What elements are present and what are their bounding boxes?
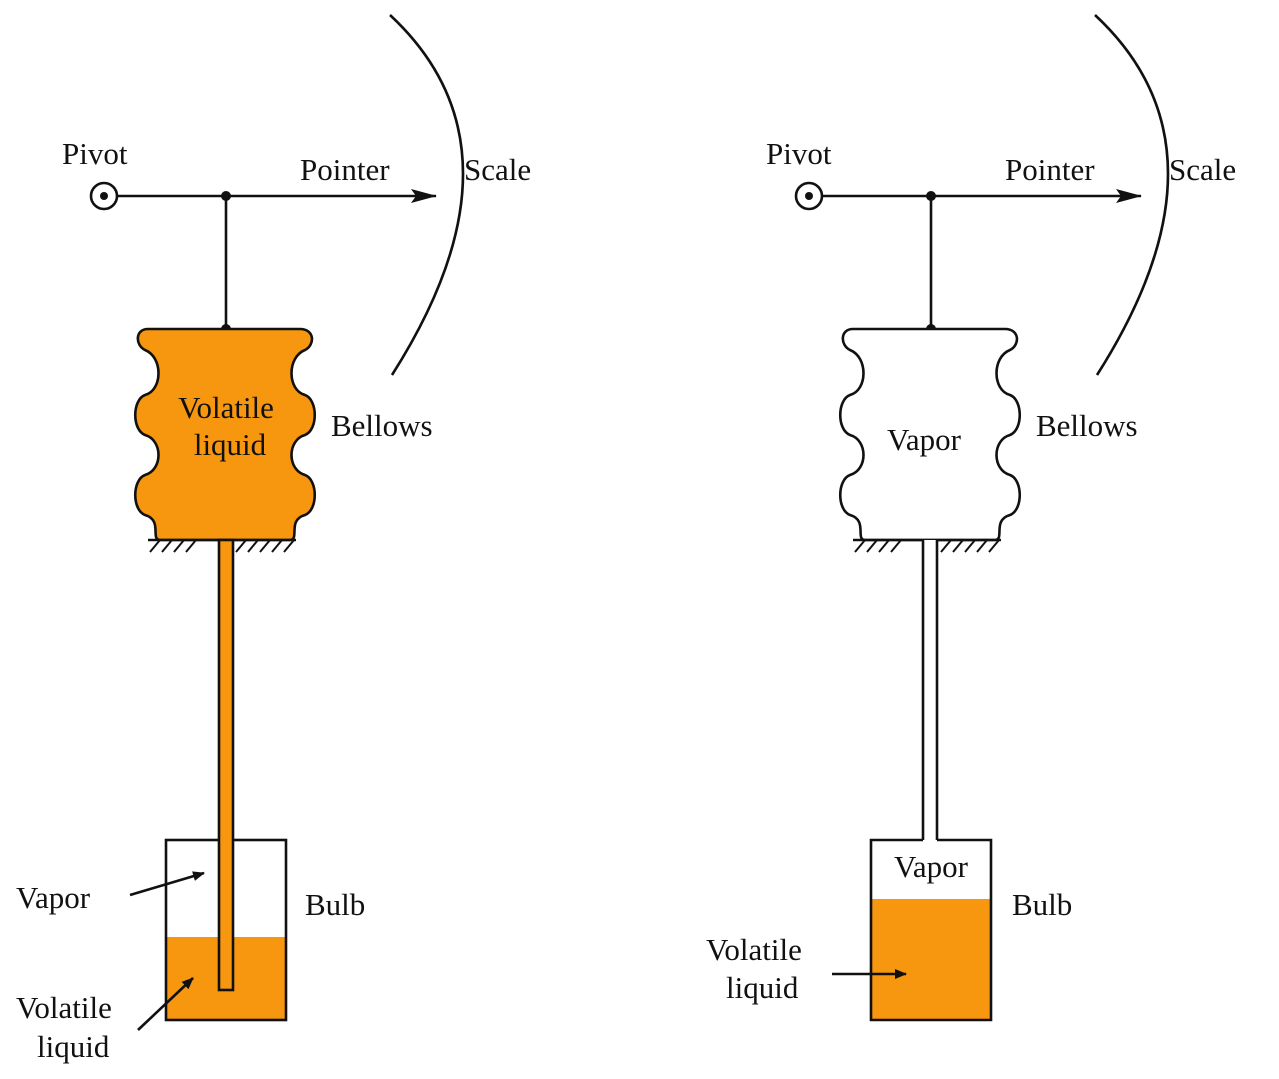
right-bulb	[869, 838, 993, 1022]
left-capillary	[217, 538, 235, 992]
right-liquid-label-line2: liquid	[726, 970, 799, 1005]
left-bulb-label: Bulb	[305, 887, 365, 922]
right-bellows-content: Vapor	[887, 422, 962, 457]
right-bulb-liquid	[871, 899, 991, 1020]
right-bellows-label: Bellows	[1036, 408, 1138, 443]
left-liquid-label-line1: Volatile	[16, 990, 112, 1025]
right-scale-arc	[1094, 14, 1170, 376]
right-bulb-label: Bulb	[1012, 887, 1072, 922]
right-pivot-label: Pivot	[766, 136, 832, 171]
left-vapor-label: Vapor	[16, 880, 91, 915]
left-scale-arc	[389, 14, 465, 376]
right-pointer-label: Pointer	[1005, 152, 1095, 187]
left-pointer-label: Pointer	[300, 152, 390, 187]
left-bellows-content-line2: liquid	[194, 427, 267, 462]
left-liquid-arrow	[137, 977, 194, 1031]
right-vapor-label: Vapor	[894, 849, 969, 884]
left-system: Pivot Pointer Scale Volatile liquid Bell…	[16, 14, 531, 1064]
left-bellows-content-line1: Volatile	[178, 390, 274, 425]
right-scale-label: Scale	[1169, 152, 1236, 187]
right-liquid-label-line1: Volatile	[706, 932, 802, 967]
left-pivot-center	[100, 192, 108, 200]
right-capillary	[921, 540, 939, 842]
left-liquid-label-line2: liquid	[37, 1029, 110, 1064]
right-pivot-center	[805, 192, 813, 200]
right-system: Pivot Pointer Scale Vapor Bellows Bulb V…	[706, 14, 1236, 1022]
left-bellows-label: Bellows	[331, 408, 433, 443]
left-pivot-label: Pivot	[62, 136, 128, 171]
left-vapor-arrow	[129, 871, 205, 897]
left-scale-label: Scale	[464, 152, 531, 187]
